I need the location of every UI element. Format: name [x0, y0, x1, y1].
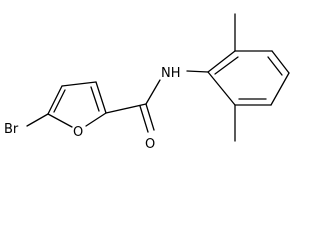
bond-c3-c2: [95, 81, 107, 114]
bond-c2-o1: [85, 112, 107, 127]
atom-label-bromine: Br: [4, 122, 19, 137]
bond-n-aryl: [186, 70, 209, 73]
bond-ar3-ar4: [271, 50, 290, 74]
bond-c2-carbonyl: [105, 103, 147, 114]
bond-ar4-ar5: [270, 72, 290, 106]
bond-ar3-ar4-inner: [267, 56, 283, 76]
atom-label-carbonyl-oxygen: O: [145, 137, 155, 150]
bond-c5-c4-inner: [53, 89, 66, 113]
atom-label-furan-oxygen: O: [73, 125, 83, 140]
bond-ar1-ar2: [207, 50, 236, 73]
structure-canvas: Br O NH O: [4, 13, 290, 150]
bond-c3-c2-inner: [90, 86, 100, 112]
bond-carbonyl-o-double: [139, 105, 149, 133]
bond-br-c5: [26, 113, 49, 127]
molecule-drawing: Br O NH O: [4, 13, 290, 150]
bond-c5-c4: [47, 85, 63, 115]
bond-carbonyl-o: [145, 103, 155, 131]
bond-o1-c5: [47, 113, 73, 128]
bond-ar1-ar2-inner: [214, 56, 239, 75]
bond-carbonyl-n: [145, 79, 161, 105]
atom-label-amide-nitrogen: NH: [161, 66, 181, 81]
bond-ar6-ar1: [207, 71, 236, 106]
bond-c4-c3: [61, 81, 97, 87]
